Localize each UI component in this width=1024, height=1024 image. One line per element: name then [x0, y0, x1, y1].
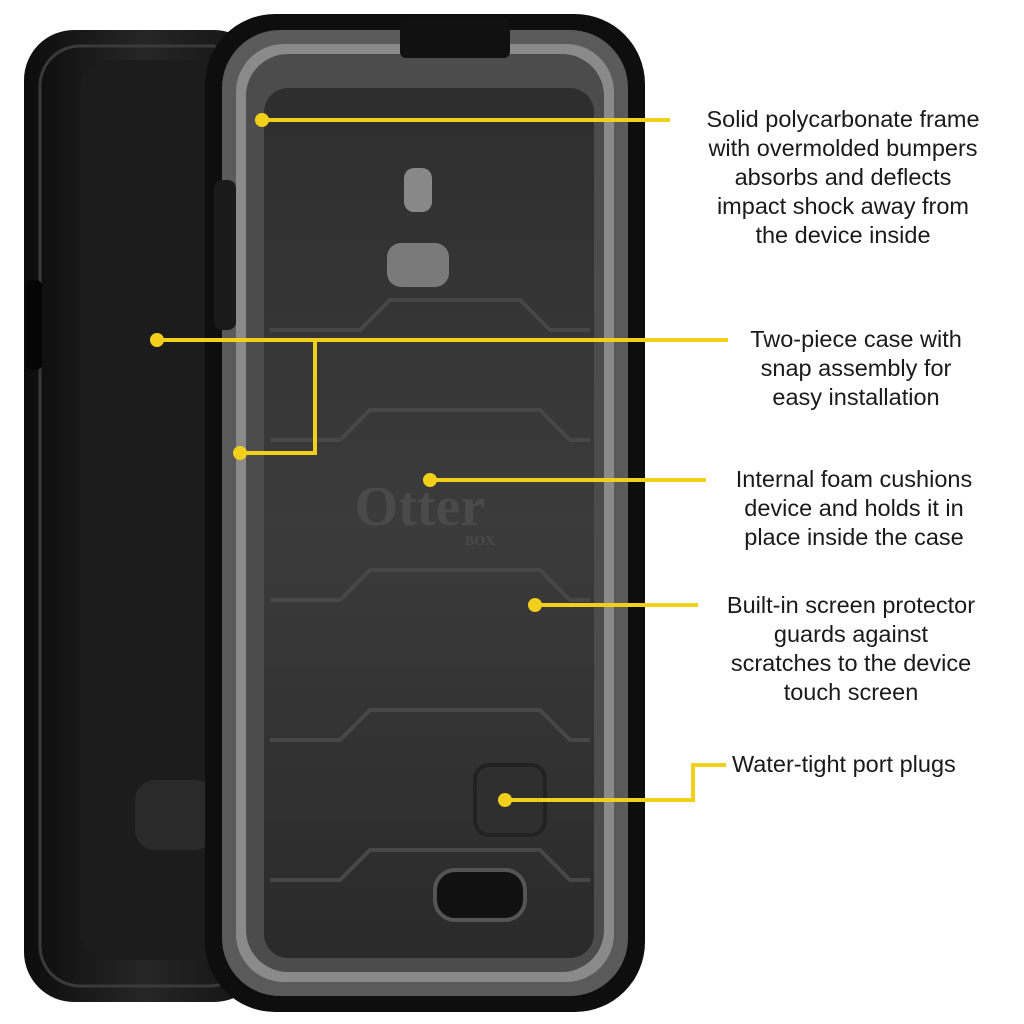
otterbox-logo: Otter	[355, 476, 486, 538]
callout-line: device and holds it in	[744, 495, 964, 521]
front-shell: Otter BOX	[205, 14, 645, 1012]
callout-line: touch screen	[783, 679, 919, 705]
callout-line: with overmolded bumpers	[708, 135, 978, 161]
speaker-grille	[135, 780, 215, 850]
callout-screen-protector: Built-in screen protector guards against…	[727, 591, 975, 707]
callout-line: place inside the case	[744, 524, 964, 550]
callout-dot-port-plugs	[498, 793, 512, 807]
callout-dot-two-piece-2	[233, 446, 247, 460]
callout-line: impact shock away from	[716, 193, 970, 219]
callout-line: Internal foam cushions	[735, 466, 973, 492]
callout-line: snap assembly for	[760, 355, 952, 381]
callout-two-piece: Two-piece case with snap assembly for ea…	[750, 325, 962, 412]
callout-line: absorbs and deflects	[734, 164, 952, 190]
home-button-cutout	[433, 868, 527, 922]
callout-line: easy installation	[772, 384, 940, 410]
callout-dot-two-piece	[150, 333, 164, 347]
leader-line-port-plugs	[505, 763, 726, 802]
otterbox-logo-sub: BOX	[465, 534, 495, 549]
callout-line: the device inside	[755, 222, 931, 248]
callout-dot-frame	[255, 113, 269, 127]
callout-line: guards against	[773, 621, 929, 647]
leader-line-two-piece-branch	[240, 340, 317, 455]
callout-line: Two-piece case with	[750, 326, 962, 352]
callout-dot-screen-protector	[528, 598, 542, 612]
callout-line: Solid polycarbonate frame	[706, 106, 980, 132]
callout-dot-foam	[423, 473, 437, 487]
callout-foam: Internal foam cushions device and holds …	[736, 465, 972, 552]
callout-line: scratches to the device	[730, 650, 972, 676]
callout-line: Built-in screen protector	[726, 592, 976, 618]
callout-frame: Solid polycarbonate frame with overmolde…	[706, 105, 979, 250]
back-shell	[24, 30, 264, 1002]
camera-cutout	[387, 168, 449, 287]
callout-port-plugs: Water-tight port plugs	[732, 750, 956, 779]
callout-line: Water-tight port plugs	[732, 751, 956, 777]
